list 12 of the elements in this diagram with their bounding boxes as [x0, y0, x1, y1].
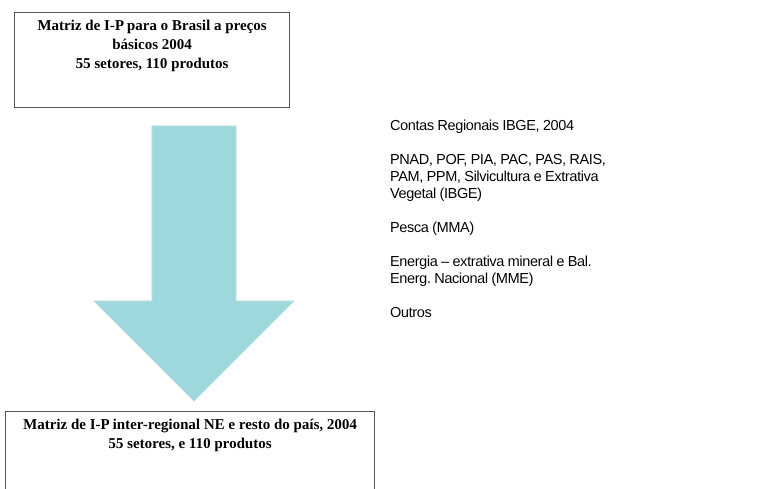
source-text: Contas Regionais IBGE, 2004 [390, 118, 575, 135]
source-text: Pesca (MMA) [390, 220, 475, 237]
source-text: Outros [390, 305, 432, 322]
source-text: Energia – extrativa mineral e Bal. Energ. Nacional (MME) [390, 254, 592, 288]
block-arrow [92, 126, 296, 402]
box-text: Matriz de I-P para o Brasil a preços básicos 2004 [36, 17, 268, 55]
text-box [14, 12, 290, 108]
text-box [5, 411, 375, 489]
source-text: PNAD, POF, PIA, PAC, PAS, RAIS, PAM, PPM, Silvicultura e Extrativa Vegetal (IBGE) [390, 152, 606, 203]
box-text: 55 setores, 110 produtos [76, 55, 228, 74]
box-text: 55 setores, e 110 produtos [108, 435, 272, 454]
box-text: Matriz de I-P inter-regional NE e resto do país, 2004 [23, 416, 357, 435]
